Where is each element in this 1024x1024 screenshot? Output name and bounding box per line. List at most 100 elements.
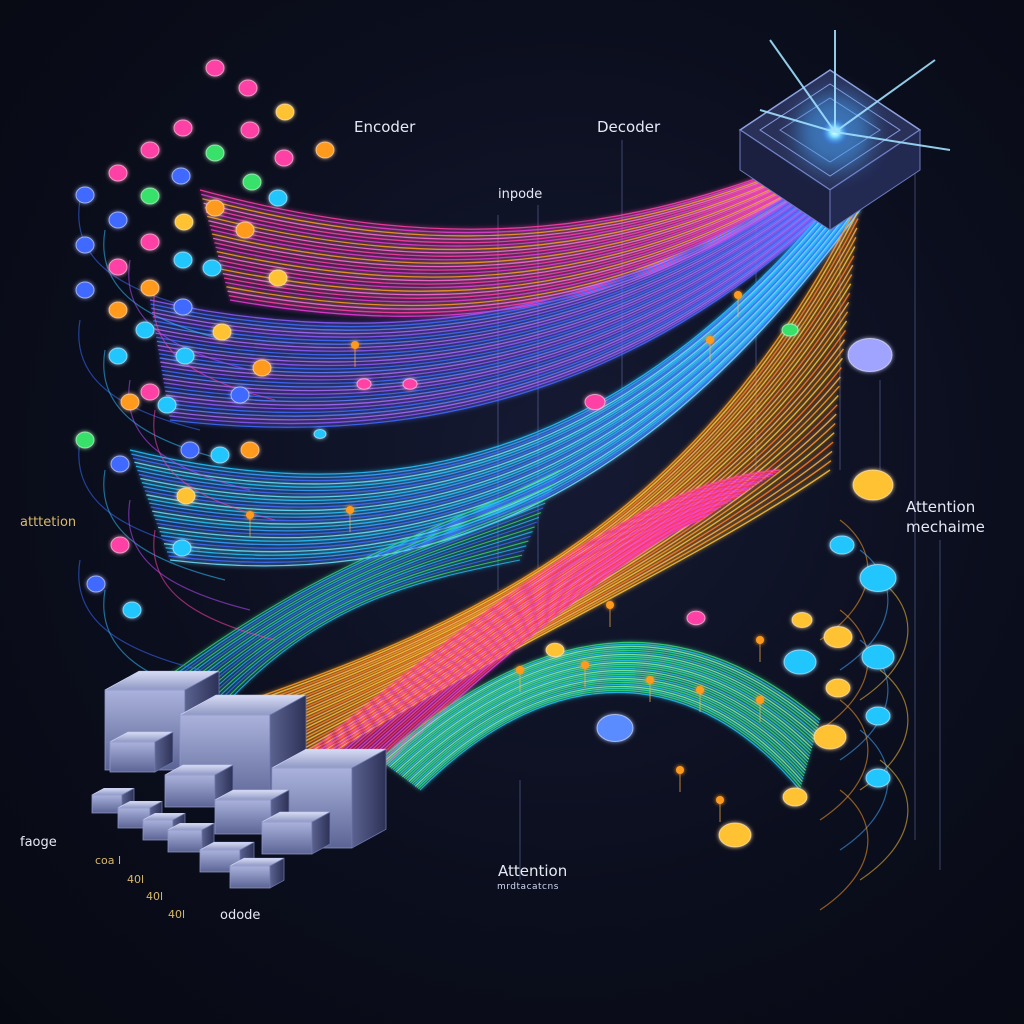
ribbon-strand [397, 664, 812, 774]
node [859, 564, 897, 592]
node [110, 455, 130, 473]
ribbon-strand [220, 163, 838, 289]
ribbon-strand [413, 683, 804, 786]
node [174, 213, 194, 231]
pin-node [346, 506, 354, 514]
ribbon-strand [167, 185, 850, 414]
ribbon-strand [405, 673, 808, 780]
ribbon-strand [156, 169, 844, 359]
ribbon-strand [330, 495, 739, 777]
ribbon-strand [157, 478, 557, 693]
ribbon-strand [134, 182, 852, 485]
ribbon-strand [341, 504, 725, 782]
node [75, 281, 95, 299]
ribbon-strand [156, 199, 858, 535]
node [782, 787, 808, 807]
wire [819, 699, 869, 821]
node [205, 59, 225, 77]
ribbon-strand [307, 422, 836, 751]
attention-mechaime-label-line2: mechaime [906, 518, 985, 536]
ribbon-strand [147, 192, 855, 515]
node [86, 575, 106, 593]
block-side [269, 857, 285, 889]
pin-node [246, 511, 254, 519]
ribbon-strand [209, 155, 834, 257]
ribbon-strand [354, 515, 708, 788]
pin-node [516, 666, 524, 674]
wire [819, 789, 869, 911]
block-front [109, 741, 156, 773]
ribbon-strand [154, 165, 843, 345]
ribbon-strand [143, 189, 854, 505]
small-block [109, 731, 174, 773]
node [202, 259, 222, 277]
ribbon-strand [150, 195, 856, 522]
ribbon-strand [149, 159, 841, 324]
node [242, 173, 262, 191]
ribbon-strand [182, 512, 542, 700]
ribbon-strand [163, 179, 847, 392]
ribbon-strand [333, 497, 735, 778]
coal-label: coa l [95, 854, 122, 867]
ribbon-strand [132, 181, 852, 482]
ribbon-strand [254, 218, 859, 705]
ribbon-strand [138, 186, 853, 495]
odode-label: odode [220, 908, 261, 923]
ribbon-strand [155, 198, 857, 532]
node [686, 610, 706, 626]
ribbon-strand [164, 488, 552, 695]
node [781, 323, 799, 337]
node [823, 626, 853, 648]
inpode-label: inpode [498, 187, 543, 202]
ribbon-strand [207, 154, 833, 251]
small-block [229, 857, 285, 889]
block-front [164, 774, 216, 808]
pin-node [696, 686, 704, 694]
ribbon-strand [197, 531, 533, 705]
ribbon-strand [153, 197, 857, 529]
ribbon-strand [165, 183, 849, 406]
block-front [167, 829, 203, 853]
node [268, 269, 288, 287]
node [274, 149, 294, 167]
num-label-1: 40l [127, 873, 145, 886]
ribbon-strand [129, 179, 851, 475]
ribbon-strand [338, 501, 728, 781]
ribbon-strand [215, 554, 523, 710]
ribbon-strand [153, 164, 843, 342]
ribbon-strand [304, 473, 774, 764]
ribbon-strand [309, 432, 835, 753]
ribbon-strand [165, 182, 849, 403]
ribbon-strand [310, 478, 767, 766]
ribbon-strand [210, 156, 834, 261]
ribbon-strand [150, 160, 841, 328]
ribbon-strand [203, 151, 832, 240]
node [75, 186, 95, 204]
ribbon-strand [271, 283, 852, 720]
node [205, 199, 225, 217]
node [171, 167, 191, 185]
ribbon-strand [137, 185, 853, 492]
ribbon-strand [390, 655, 815, 769]
node [847, 338, 893, 372]
ribbon-strand [409, 679, 806, 784]
node [596, 714, 634, 742]
ribbon-strand [222, 164, 838, 296]
ribbon-strand [156, 168, 844, 356]
ribbon-strand [153, 474, 559, 692]
ribbon-strand [151, 161, 842, 331]
node [108, 258, 128, 276]
ribbon-strand [168, 493, 550, 696]
ribbon-strand [166, 184, 849, 410]
ribbon-strand [151, 162, 842, 335]
ribbon-strand [398, 666, 811, 775]
ribbon-strand [261, 246, 856, 711]
ribbon-strand [283, 329, 847, 730]
ribbon-strand [164, 181, 848, 399]
ribbon-strand [387, 651, 817, 767]
node [108, 211, 128, 229]
pin-node [581, 661, 589, 669]
ribbon-strand [162, 204, 859, 549]
node [238, 79, 258, 97]
ribbon-strand [320, 486, 753, 771]
